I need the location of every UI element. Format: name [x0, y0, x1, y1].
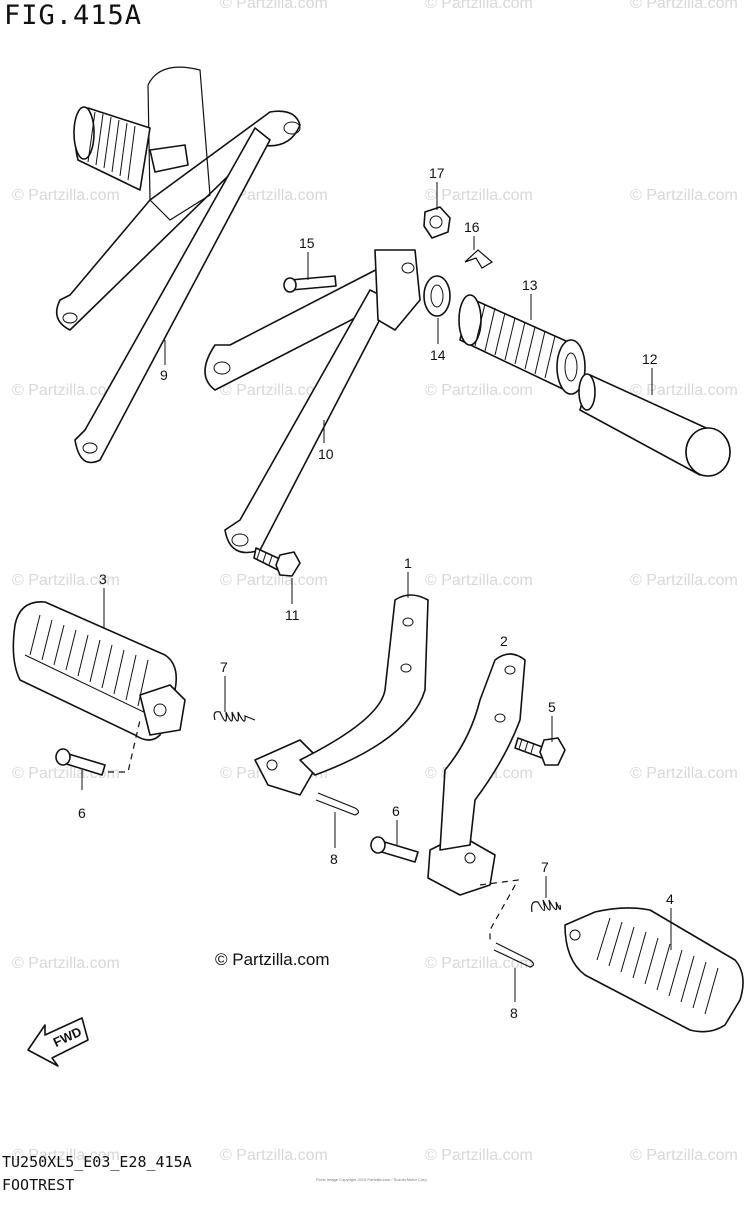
callout-number-15[interactable]: 15	[299, 235, 315, 251]
part-12-shaft[interactable]	[578, 373, 731, 477]
watermark-text: © Partzilla.com	[12, 955, 120, 972]
callout-number-9[interactable]: 9	[160, 367, 168, 383]
part-17-nut[interactable]	[423, 206, 451, 239]
watermark-layer: © Partzilla.com © Partzilla.com © Partzill…	[12, 0, 738, 1164]
part-11-bolt[interactable]	[253, 547, 301, 577]
diagram-name: FOOTREST	[2, 1176, 75, 1194]
part-14-washer[interactable]	[423, 275, 451, 317]
part-6-pin-left[interactable]	[55, 748, 106, 776]
callout-number-6[interactable]: 6	[392, 803, 400, 819]
part-7-spring-left[interactable]	[213, 711, 256, 722]
part-9-rear-bracket[interactable]	[55, 66, 301, 464]
callout-number-16[interactable]: 16	[464, 219, 480, 235]
callout-number-3[interactable]: 3	[99, 571, 107, 587]
fine-print: Fiche Image Copyright 2015 Partzilla.com…	[316, 1177, 428, 1182]
callout-number-2[interactable]: 2	[500, 633, 508, 649]
callout-number-6[interactable]: 6	[78, 805, 86, 821]
callout-number-13[interactable]: 13	[522, 277, 538, 293]
watermark-text: © Partzilla.com	[12, 572, 120, 589]
callout-number-7[interactable]: 7	[541, 859, 549, 875]
diagram-code: TU250XL5_E03_E28_415A	[2, 1153, 192, 1171]
watermark-text: © Partzilla.com	[630, 765, 738, 782]
watermark-text: © Partzilla.com	[12, 187, 120, 204]
callout-number-17[interactable]: 17	[429, 165, 445, 181]
watermark-text: © Partzilla.com	[630, 572, 738, 589]
watermark-text: © Partzilla.com	[425, 572, 533, 589]
part-13-grip[interactable]	[458, 294, 586, 395]
assembly-line-left	[108, 719, 141, 773]
watermark-text: © Partzilla.com	[220, 1147, 328, 1164]
part-4-footrest-right[interactable]	[564, 907, 744, 1033]
part-16-clip[interactable]	[464, 249, 494, 269]
part-7-spring-right[interactable]	[531, 899, 562, 913]
callout-number-5[interactable]: 5	[548, 699, 556, 715]
callout-number-10[interactable]: 10	[318, 446, 334, 462]
watermark-text: © Partzilla.com	[630, 1147, 738, 1164]
watermark-text: © Partzilla.com	[425, 0, 533, 12]
fwd-arrow-icon: FWD	[27, 1017, 89, 1067]
callout-number-14[interactable]: 14	[430, 347, 446, 363]
part-5-bolt[interactable]	[514, 737, 566, 766]
part-15-pin[interactable]	[283, 275, 337, 293]
watermark-text: © Partzilla.com	[630, 187, 738, 204]
watermark-text: © Partzilla.com	[220, 572, 328, 589]
part-8-cotter-pin-right[interactable]	[493, 942, 535, 968]
assembly-line-right	[479, 879, 520, 940]
watermark-text: © Partzilla.com	[630, 0, 738, 12]
watermark-text: © Partzilla.com	[220, 382, 328, 399]
callout-number-8[interactable]: 8	[510, 1005, 518, 1021]
part-8-cotter-pin-left[interactable]	[315, 792, 360, 816]
callout-number-12[interactable]: 12	[642, 351, 658, 367]
watermark-text: © Partzilla.com	[220, 0, 328, 12]
callout-number-11[interactable]: 11	[285, 607, 300, 623]
callout-number-4[interactable]: 4	[666, 891, 674, 907]
watermark-text: © Partzilla.com	[425, 382, 533, 399]
watermark-text: © Partzilla.com	[425, 187, 533, 204]
part-3-footrest-left[interactable]	[12, 601, 186, 741]
callout-number-7[interactable]: 7	[220, 659, 228, 675]
watermark-text: © Partzilla.com	[12, 1147, 120, 1164]
watermark-text: © Partzilla.com	[220, 187, 328, 204]
watermark-text: © Partzilla.com	[12, 382, 120, 399]
part-2-bracket-right[interactable]	[427, 653, 526, 896]
part-6-pin-right[interactable]	[370, 836, 419, 863]
watermark-text: © Partzilla.com	[425, 955, 533, 972]
part-10-bracket[interactable]	[204, 249, 421, 554]
figure-title: FIG.415A	[4, 0, 143, 31]
watermark-text: © Partzilla.com	[425, 1147, 533, 1164]
copyright-notice: © Partzilla.com	[215, 950, 330, 969]
callout-number-8[interactable]: 8	[330, 851, 338, 867]
callout-number-1[interactable]: 1	[404, 555, 412, 571]
watermark-text: © Partzilla.com	[630, 382, 738, 399]
part-1-bracket-left[interactable]	[254, 594, 429, 796]
